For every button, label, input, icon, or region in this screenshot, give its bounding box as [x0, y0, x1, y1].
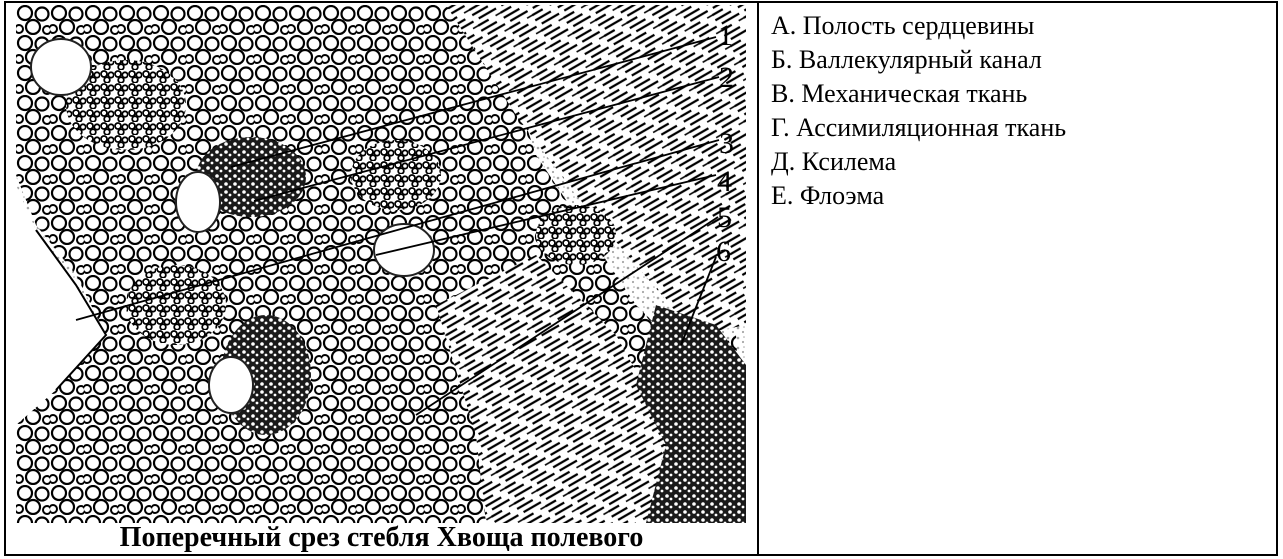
figure-table: 1 2 3 4 5 6 Поперечный срез стебля Хвоща… — [4, 1, 1278, 556]
legend-item-b: Б. Валлекулярный канал — [771, 43, 1066, 77]
label-1: 1 — [718, 19, 733, 52]
label-4: 4 — [717, 165, 732, 198]
legend-list: А. Полость сердцевины Б. Валлекулярный к… — [771, 9, 1066, 213]
label-5: 5 — [717, 201, 732, 234]
legend-item-d: Д. Ксилема — [771, 145, 1066, 179]
legend-cell: А. Полость сердцевины Б. Валлекулярный к… — [759, 3, 1276, 554]
label-2: 2 — [719, 61, 734, 94]
label-6: 6 — [716, 235, 731, 268]
legend-item-g: Г. Ассимиляционная ткань — [771, 111, 1066, 145]
legend-item-e: Е. Флоэма — [771, 179, 1066, 213]
legend-item-a: А. Полость сердцевины — [771, 9, 1066, 43]
label-3: 3 — [719, 127, 734, 160]
stem-cross-section-image: 1 2 3 4 5 6 — [16, 5, 746, 523]
figure-cell: 1 2 3 4 5 6 Поперечный срез стебля Хвоща… — [6, 3, 757, 554]
figure-caption: Поперечный срез стебля Хвоща полевого — [6, 522, 757, 554]
legend-item-v: В. Механическая ткань — [771, 77, 1066, 111]
